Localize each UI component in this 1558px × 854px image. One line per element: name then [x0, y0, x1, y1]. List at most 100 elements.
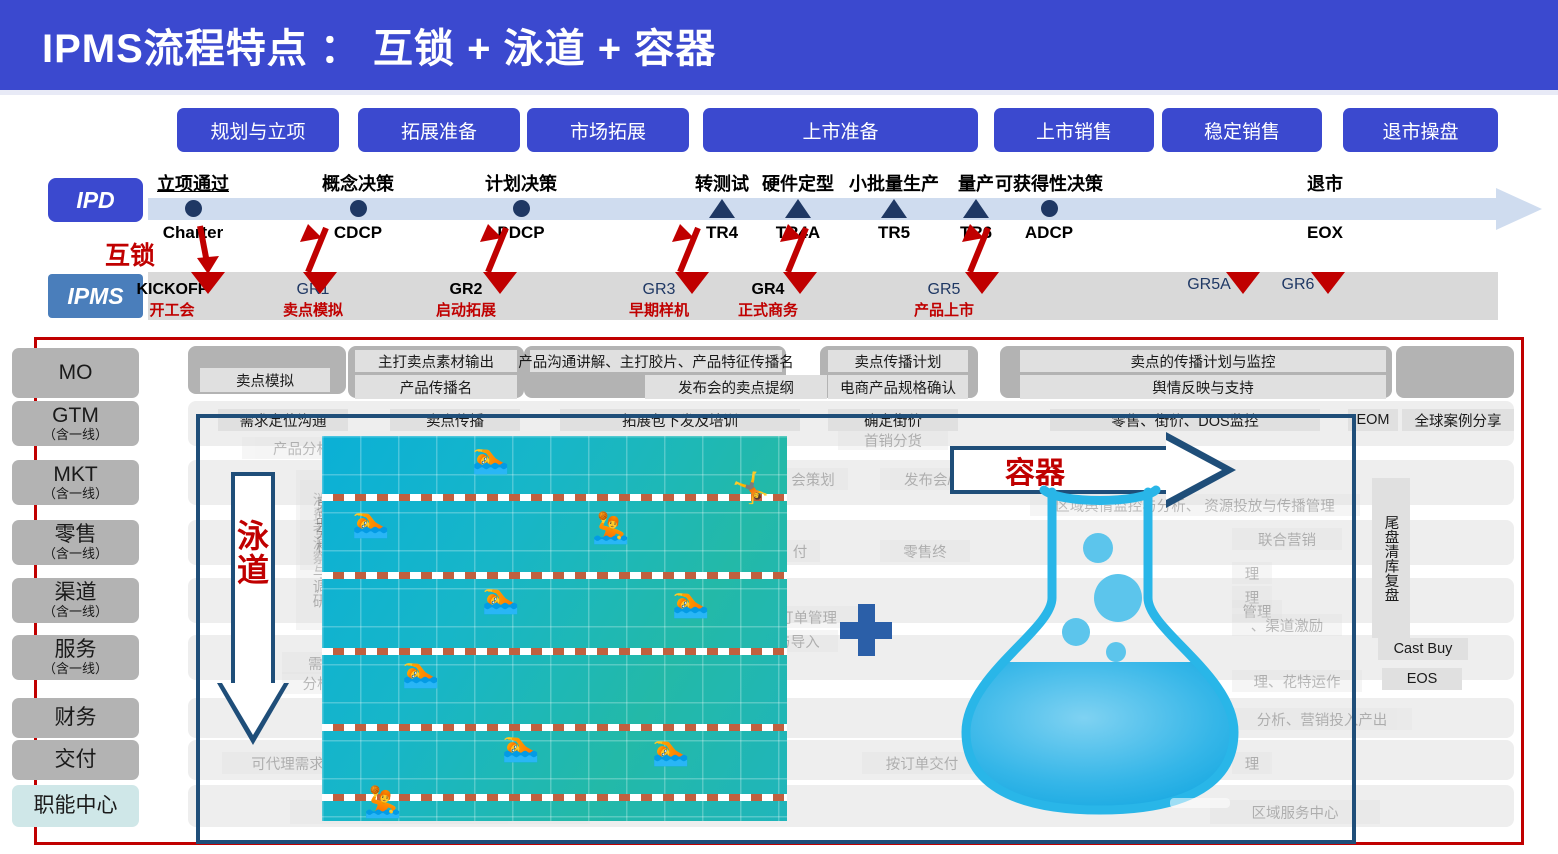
ipd-timeline-band — [148, 198, 1498, 220]
ipms-gate-subtitle: 早期样机 — [628, 302, 689, 319]
title-bar: IPMS流程特点 ： 互锁 + 泳道 + 容器 — [0, 0, 1558, 90]
faded-cell-18[interactable]: 理 — [1232, 752, 1272, 774]
ipd-milestone-title: 计划决策 — [485, 174, 557, 194]
lane-label-3[interactable]: MKT（含一线） — [12, 460, 139, 505]
ipd-marker-triangle — [652, 196, 792, 220]
lane-label-title: GTM — [52, 404, 99, 428]
ipd-milestone-title: 小批量生产 — [849, 174, 939, 194]
phase-button-2[interactable]: 拓展准备 — [358, 108, 520, 152]
lane-label-6[interactable]: 服务（含一线） — [12, 635, 139, 680]
ipms-gate-code: GR4 — [751, 281, 785, 298]
lane-label-1[interactable]: MO — [12, 348, 139, 398]
interlock-arrow-up — [300, 224, 329, 274]
faded-cell-7[interactable]: 零售终 — [880, 540, 970, 562]
swimmer-icon: 🏊 — [352, 506, 390, 539]
lane-label-5[interactable]: 渠道（含一线） — [12, 578, 139, 623]
ipd-triangle-marker — [785, 198, 811, 218]
page-title: IPMS流程特点 ： 互锁 + 泳道 + 容器 — [42, 27, 717, 71]
lane-label-9[interactable]: 职能中心 — [12, 785, 139, 827]
faded-cell-15[interactable]: 理、花特运作 — [1232, 670, 1362, 692]
swimlane-arrow-label: 泳道 — [236, 518, 269, 588]
ipd-marker-none — [1255, 196, 1395, 220]
lane-label-subtitle: （含一线） — [42, 604, 108, 620]
ipd-chip: IPD — [48, 178, 143, 222]
faded-cell-12[interactable]: 、渠道激励 — [1232, 614, 1342, 636]
ipd-milestone-code: TR5 — [877, 223, 911, 242]
ipms-gate-code: GR3 — [642, 281, 676, 298]
lane-label-title: 服务 — [54, 638, 97, 662]
pool-lane-rope — [322, 494, 787, 501]
swimmer-icon: 🤸 — [732, 472, 770, 505]
right-col-cell-3[interactable]: EOS — [1382, 668, 1462, 690]
faded-cell-3[interactable]: 会策划 — [778, 468, 848, 490]
lane-label-2[interactable]: GTM（含一线） — [12, 401, 139, 446]
mo-cell-4[interactable]: 产品沟通讲解、主打胶片、产品特征传播名 — [518, 350, 794, 372]
interlock-arrow-up — [480, 224, 509, 274]
container-right-arrow — [950, 432, 1240, 508]
faded-cell-10[interactable]: 理 — [1232, 586, 1272, 608]
ipd-marker-triangle — [906, 196, 1046, 220]
ipd-timeline-arrowhead — [1496, 188, 1542, 230]
ipd-dot-marker — [184, 199, 202, 217]
mo-group-box-6 — [1396, 346, 1514, 398]
ipms-gate-4: GR3 早期样机 — [599, 281, 719, 320]
ipd-triangle-marker — [709, 198, 735, 218]
mo-cell-5[interactable]: 发布会的卖点提纲 — [645, 375, 827, 399]
interlock-arrow-up — [962, 224, 991, 274]
mo-cell-9[interactable]: 舆情反映与支持 — [1020, 375, 1386, 399]
ipd-dot-marker — [512, 199, 530, 217]
phase-button-7[interactable]: 退市操盘 — [1343, 108, 1498, 152]
ipms-gate-triangle-marker — [1226, 272, 1260, 294]
ipd-marker-dot — [979, 196, 1119, 220]
mo-cell-2[interactable]: 主打卖点素材输出 — [355, 350, 517, 372]
lane-label-7[interactable]: 财务 — [12, 698, 139, 738]
ipms-gate-subtitle: 开工会 — [149, 302, 195, 319]
lane-label-8[interactable]: 交付 — [12, 740, 139, 780]
faded-cell-11[interactable]: 管理 — [1232, 600, 1282, 622]
right-col-cell-1[interactable]: 尾盘清库复盘 — [1372, 478, 1410, 638]
ipms-gate-triangle-marker — [303, 272, 337, 294]
ipms-gate-triangle-marker — [1311, 272, 1345, 294]
mo-cell-6[interactable]: 卖点传播计划 — [828, 350, 968, 372]
ipms-gate-subtitle: 产品上市 — [913, 302, 974, 319]
ipd-marker-triangle — [728, 196, 868, 220]
ipd-milestone-code: EOX — [1307, 223, 1343, 242]
interlock-arrow-down — [197, 225, 219, 274]
ipms-gate-subtitle: 正式商务 — [737, 302, 798, 319]
phase-button-4[interactable]: 上市准备 — [703, 108, 978, 152]
faded-cell-23[interactable]: 区域服务中心 — [1210, 800, 1380, 824]
ipms-chip: IPMS — [48, 274, 143, 318]
flask-icon — [940, 480, 1260, 820]
lane-label-subtitle: （含一线） — [42, 486, 108, 502]
faded-cell-9[interactable]: 理 — [1232, 562, 1272, 584]
ipd-milestone-code: PDCP — [497, 223, 545, 242]
faded-cell-17[interactable]: 按订单交付 — [862, 752, 982, 774]
faded-cell-6[interactable]: 联合营销 — [1232, 528, 1342, 550]
phase-button-row: 规划与立项拓展准备市场拓展上市准备上市销售稳定销售退市操盘 — [0, 108, 1558, 152]
phase-button-6[interactable]: 稳定销售 — [1162, 108, 1322, 152]
mo-cell-8[interactable]: 卖点的传播计划与监控 — [1020, 350, 1386, 372]
phase-button-5[interactable]: 上市销售 — [994, 108, 1154, 152]
mo-cell-7[interactable]: 电商产品规格确认 — [828, 375, 968, 399]
faded-cell-2[interactable]: 首销分货 — [838, 430, 948, 450]
gtm-cell-7[interactable]: 全球案例分享 — [1402, 409, 1514, 431]
swimmer-icon: 🤽 — [364, 786, 402, 819]
mo-cell-3[interactable]: 产品传播名 — [355, 375, 517, 399]
swimlane-highlight-frame — [196, 414, 1356, 844]
ipd-triangle-marker — [963, 198, 989, 218]
phase-button-1[interactable]: 规划与立项 — [177, 108, 339, 152]
mo-cell-1[interactable]: 卖点模拟 — [200, 368, 330, 392]
faded-cell-8[interactable]: 付 — [780, 540, 820, 562]
ipd-milestone-code: CDCP — [333, 223, 383, 242]
lane-label-4[interactable]: 零售（含一线） — [12, 520, 139, 565]
phase-button-3[interactable]: 市场拓展 — [527, 108, 689, 152]
gtm-cell-6[interactable]: EOM — [1348, 409, 1398, 431]
swimmer-icon: 🏊 — [672, 586, 710, 619]
swimmer-icon: 🏊 — [482, 582, 520, 615]
right-col-cell-2[interactable]: Cast Buy — [1378, 638, 1468, 660]
